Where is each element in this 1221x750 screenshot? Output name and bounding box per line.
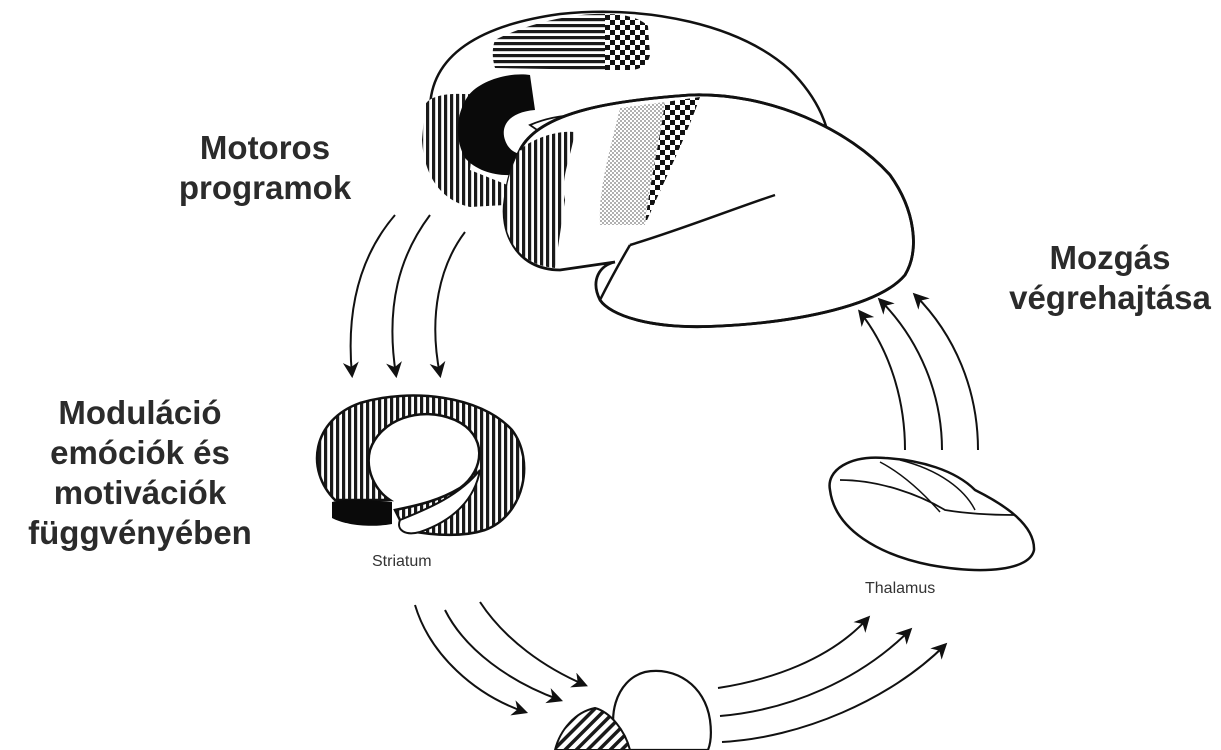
motor-programs-line-1: Motoros bbox=[160, 128, 370, 168]
arrow-thalamus-cortex-3 bbox=[915, 295, 978, 450]
pallidum-outline bbox=[613, 671, 711, 750]
arrow-striatum-pallidum-1 bbox=[480, 602, 585, 685]
arrow-striatum-pallidum-3 bbox=[415, 605, 525, 712]
modulation-line-2: emóciók és bbox=[5, 433, 275, 473]
arrow-striatum-pallidum-2 bbox=[445, 610, 560, 700]
modulation-line-3: motivációk bbox=[5, 473, 275, 513]
striatum-drawing bbox=[317, 396, 524, 535]
striatum-black-region bbox=[332, 500, 392, 526]
thalamus-label: Thalamus bbox=[865, 580, 935, 598]
arrow-pallidum-thalamus-3 bbox=[722, 645, 945, 742]
movement-execution-label: Mozgás végrehajtása bbox=[1000, 238, 1220, 318]
arrow-cortex-striatum-3 bbox=[435, 232, 465, 375]
cortex-drawing bbox=[422, 12, 913, 327]
arrow-pallidum-thalamus-2 bbox=[720, 630, 910, 716]
thalamus-drawing bbox=[830, 458, 1034, 570]
striatum-label: Striatum bbox=[372, 553, 432, 571]
motor-programs-label: Motoros programok bbox=[160, 128, 370, 208]
thalamus-outline bbox=[830, 458, 1034, 570]
arrows-cortex-to-striatum bbox=[351, 215, 465, 375]
movement-execution-line-2: végrehajtása bbox=[1000, 278, 1220, 318]
arrow-cortex-striatum-1 bbox=[351, 215, 395, 375]
motor-programs-line-2: programok bbox=[160, 168, 370, 208]
arrows-striatum-to-pallidum bbox=[415, 602, 585, 712]
arrow-thalamus-cortex-2 bbox=[880, 300, 942, 450]
cortex-checker-region-top bbox=[605, 14, 650, 70]
arrow-cortex-striatum-2 bbox=[392, 215, 430, 375]
arrow-thalamus-cortex-1 bbox=[860, 312, 905, 450]
modulation-line-1: Moduláció bbox=[5, 393, 275, 433]
arrows-pallidum-to-thalamus bbox=[718, 618, 945, 742]
modulation-label: Moduláció emóciók és motivációk függvény… bbox=[5, 393, 275, 553]
modulation-line-4: függvényében bbox=[5, 513, 275, 553]
movement-execution-line-1: Mozgás bbox=[1000, 238, 1220, 278]
cortex-horizontal-stripe-region bbox=[493, 14, 610, 70]
arrows-thalamus-to-cortex bbox=[860, 295, 978, 450]
cortex-lateral-hemisphere bbox=[504, 95, 913, 327]
